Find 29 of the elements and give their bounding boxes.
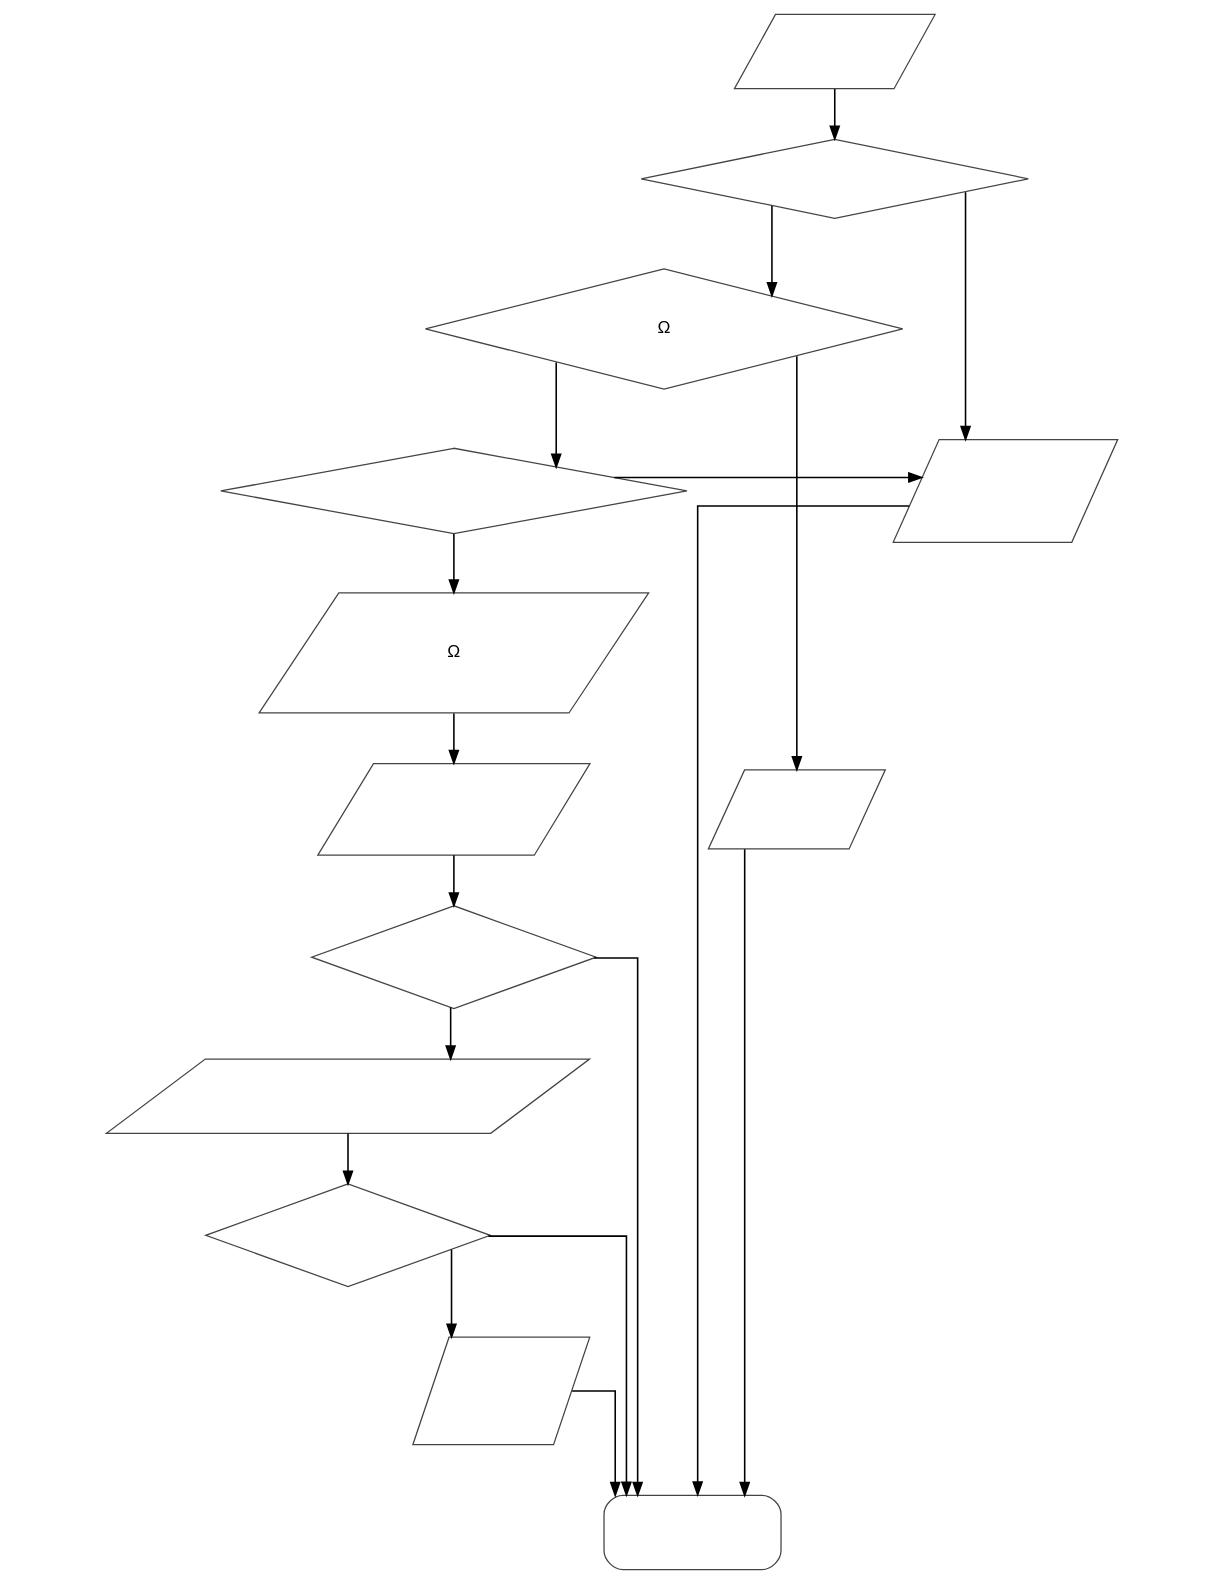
arrow: [613, 471, 924, 484]
node-parallelogram: [892, 438, 1119, 543]
node-parallelogram: [411, 1336, 591, 1446]
node-parallelogram: [104, 1058, 592, 1134]
arrow: [448, 854, 460, 908]
arrow: [739, 848, 751, 1498]
arrow: [550, 361, 562, 470]
node-diamond: [309, 905, 598, 1010]
arrow: [791, 355, 803, 772]
node-diamond: [640, 138, 1029, 219]
arrow: [829, 88, 841, 142]
arrow: [342, 1132, 354, 1187]
node-parallelogram: [316, 762, 592, 856]
arrow: [593, 957, 644, 1498]
arrow: [692, 505, 911, 1498]
node-parallelogram: [733, 13, 937, 90]
arrow: [448, 533, 460, 596]
arrow: [960, 191, 972, 442]
arrow: [766, 204, 778, 298]
node-parallelogram: [707, 769, 887, 850]
node-diamond: Ω: [424, 268, 904, 390]
node-diamond: [203, 1183, 493, 1288]
arrow: [445, 1006, 457, 1062]
arrow: [446, 1248, 458, 1340]
arrow: [571, 1390, 621, 1498]
node-terminal: [603, 1494, 782, 1571]
node-diamond: [220, 447, 688, 535]
arrow: [448, 712, 460, 766]
arrow: [487, 1235, 632, 1498]
